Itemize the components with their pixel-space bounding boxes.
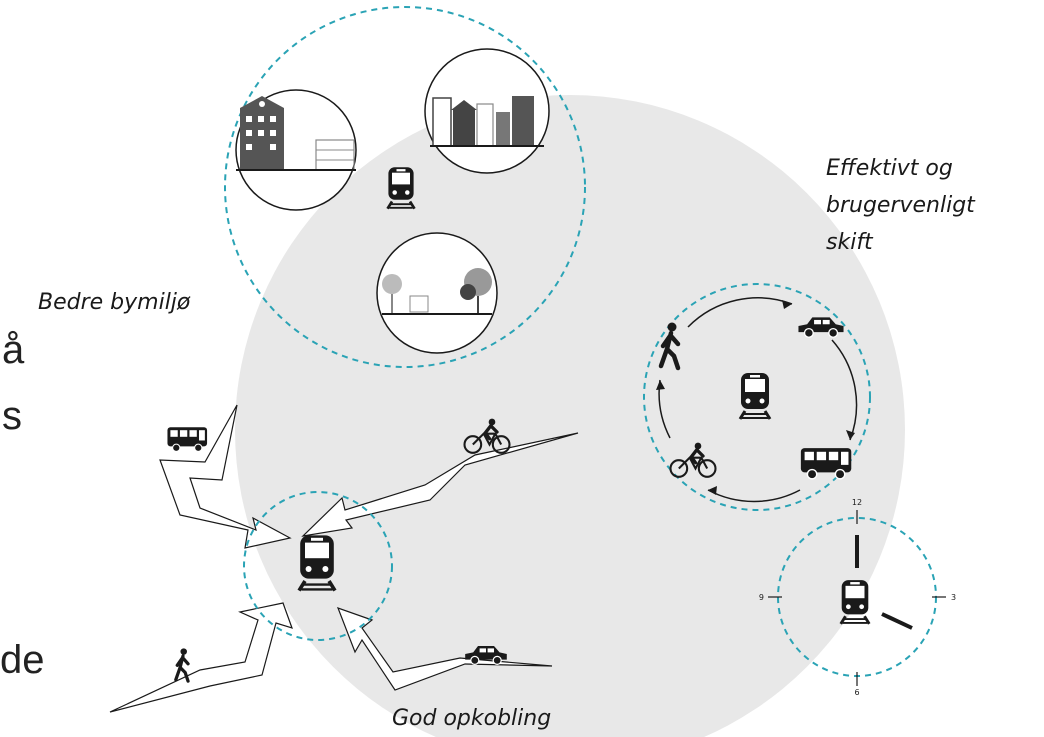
city-dashed-circle [224,6,586,368]
city-environment-group [224,6,586,368]
building-icon [236,96,356,171]
label-good-connection: God opkobling [392,706,552,731]
clock-group: 12 3 6 9 [759,498,956,697]
bus-arrow [159,404,292,549]
cycle-arrow [687,297,793,328]
text-fragment: å [2,328,25,372]
clock-label-12: 12 [852,498,862,507]
bus-icon [166,426,208,453]
cycle-arrow [831,339,858,441]
cycle-arrow [707,489,801,503]
transfer-group [643,283,871,511]
connection-group [109,404,579,713]
pedestrian-icon [174,648,190,683]
text-fragment: s [2,394,22,438]
bicycle-arrow [301,432,579,537]
clock-label-9: 9 [759,593,764,602]
label-better-city: Bedre bymiljø [38,290,191,315]
car-arrow [336,607,553,691]
transfer-dashed-circle [643,283,871,511]
city-vignette-3 [376,232,498,354]
clock-label-6: 6 [854,688,859,697]
train-icon [839,578,871,626]
pedestrian-arrow [109,602,293,713]
tree-icon [382,268,492,315]
connection-dashed-circle [243,491,393,641]
clock-label-3: 3 [951,593,956,602]
clock-minute-hand [881,612,913,630]
text-fragment: de [0,638,45,682]
label-efficient-transfer: Effektivt og brugervenligt skift [826,156,975,255]
building-icon [430,96,544,147]
